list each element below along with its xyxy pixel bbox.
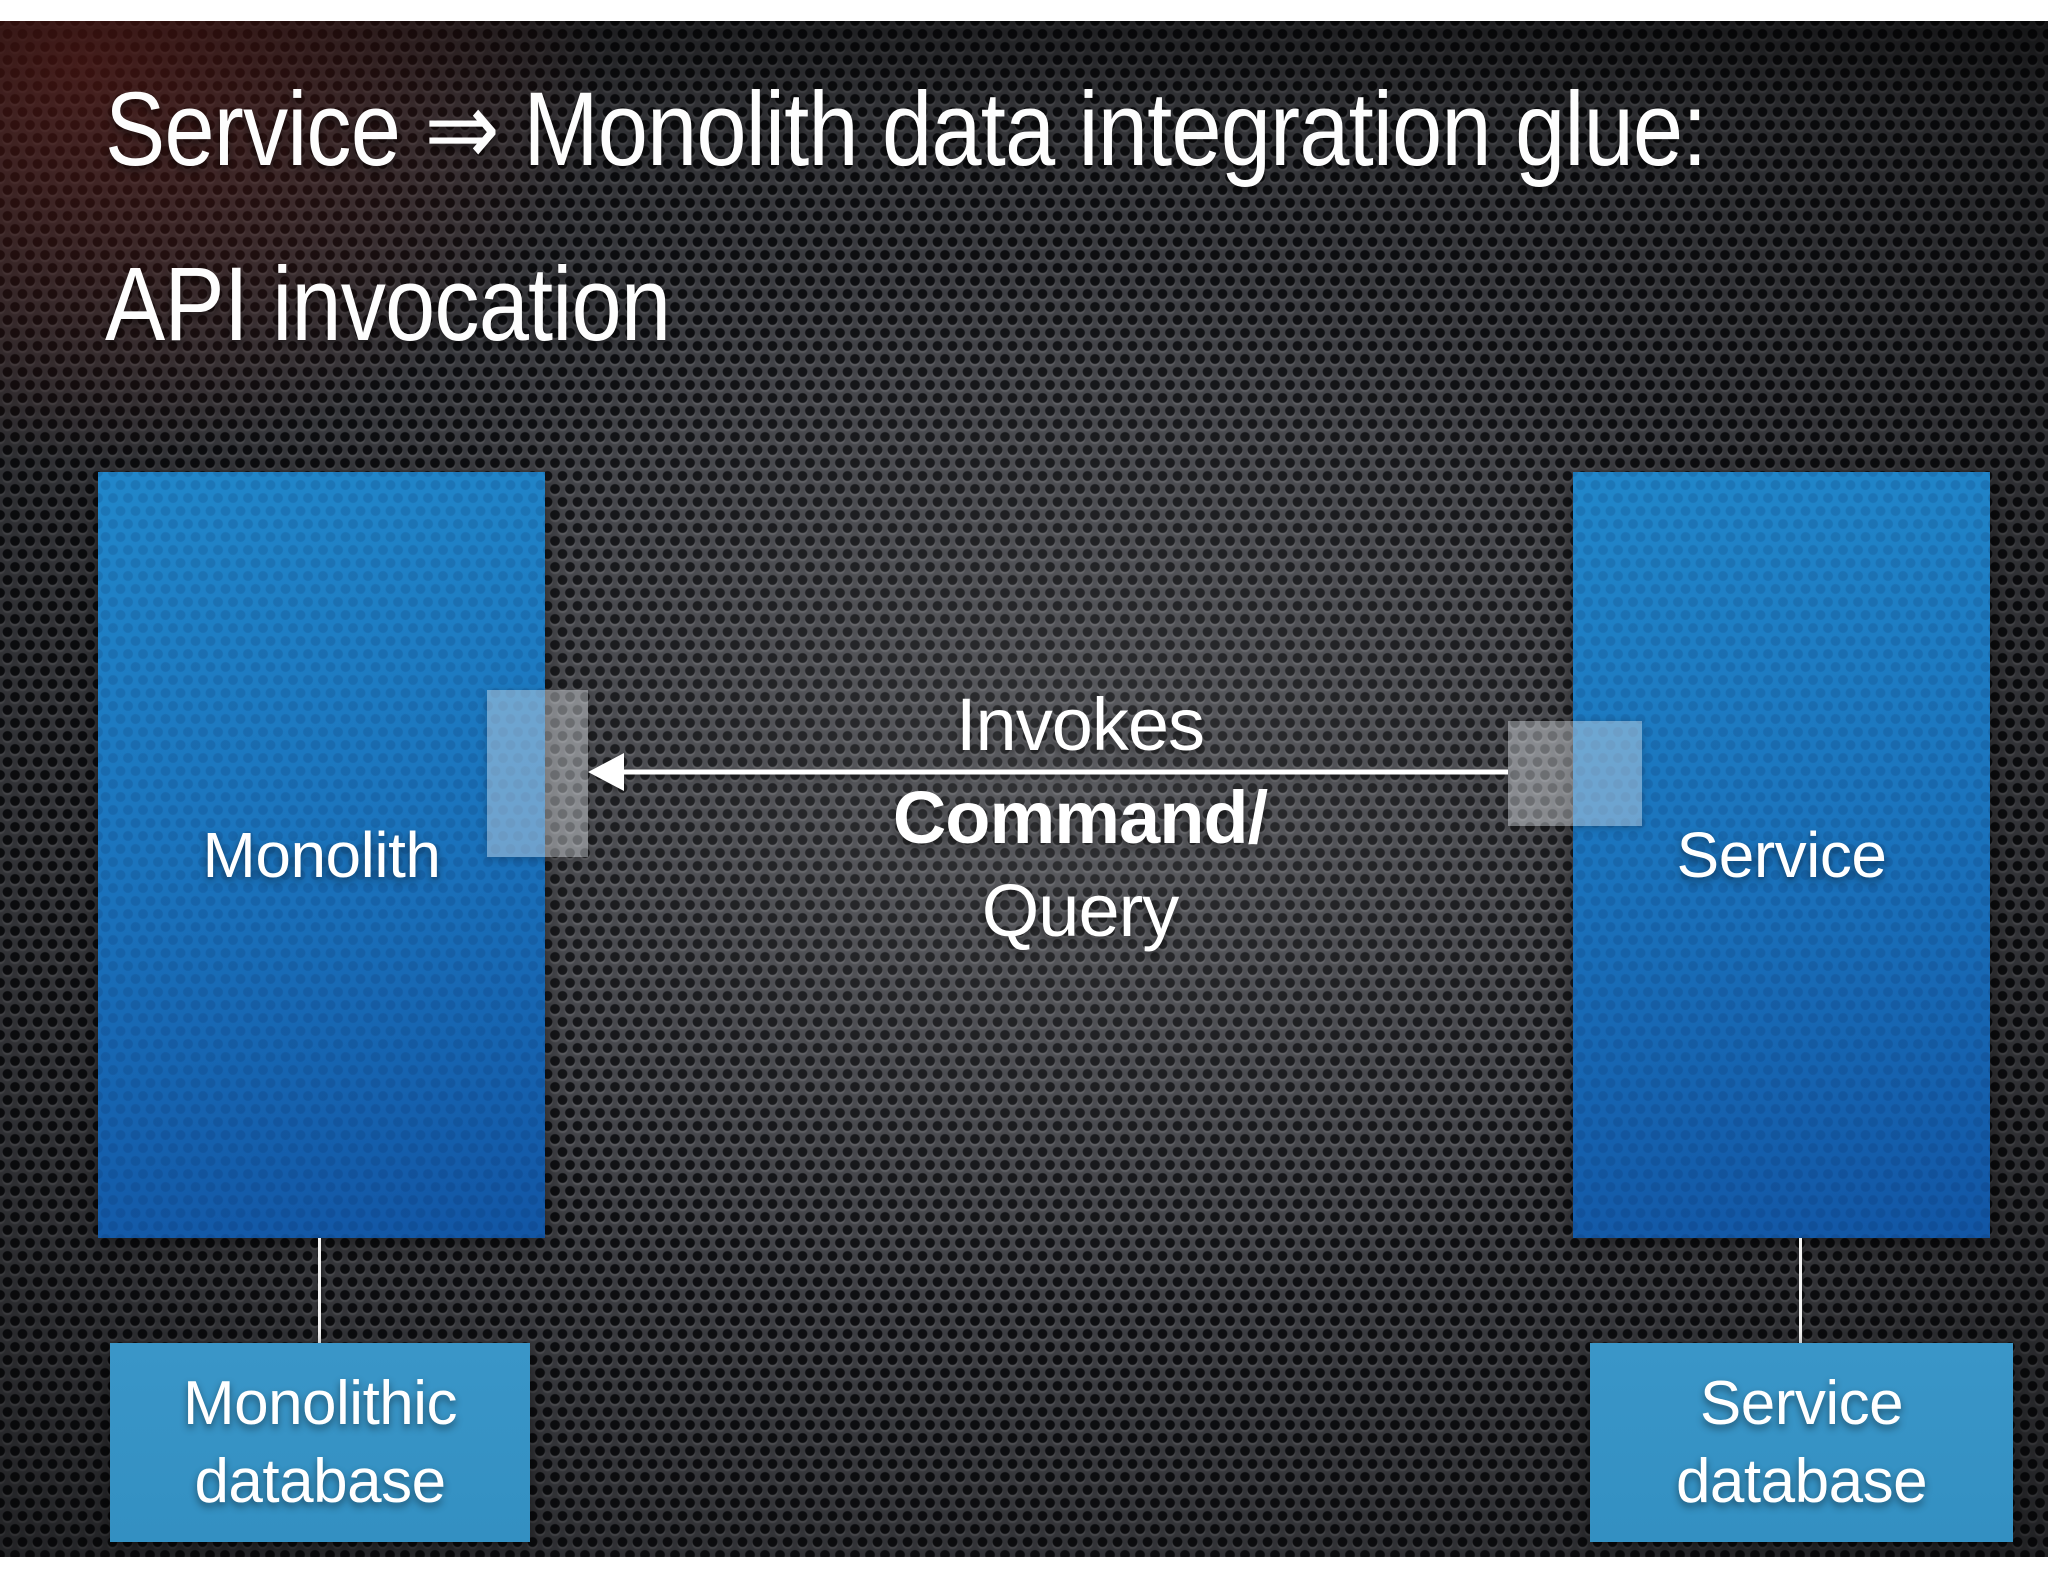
monolithic-database-label-line1: Monolithic: [182, 1368, 458, 1438]
monolith-box-label: Monolith: [202, 819, 441, 891]
invocation-arrow: [588, 753, 1508, 791]
monolithic-database-box: Monolithic database: [110, 1343, 530, 1542]
service-database-box: Service database: [1590, 1343, 2013, 1542]
arrowhead-left-icon: [588, 753, 624, 791]
monolith-db-connector-line: [318, 1238, 321, 1343]
service-box-label: Service: [1676, 819, 1887, 891]
slide-title-line2: API invocation: [105, 246, 671, 363]
arrow-label-invokes: Invokes: [955, 683, 1205, 766]
slide-title-line1: Service ⇒ Monolith data integration glue…: [105, 71, 1707, 188]
monolith-port: [487, 690, 588, 857]
monolithic-database-label-line2: database: [194, 1446, 446, 1516]
service-db-connector-line: [1799, 1238, 1802, 1343]
arrow-labels: Invokes Command/ Query: [780, 678, 1380, 957]
slide: Service ⇒ Monolith data integration glue…: [0, 21, 2048, 1557]
bottom-letterbox: [0, 1557, 2048, 1582]
service-box: Service: [1573, 472, 1990, 1238]
top-letterbox: [0, 0, 2048, 21]
arrow-label-query: Query: [981, 869, 1180, 952]
service-database-label-line1: Service: [1699, 1368, 1904, 1438]
monolith-box: Monolith: [98, 472, 545, 1238]
arrow-label-command: Command/: [892, 776, 1268, 859]
service-database-label-line2: database: [1675, 1446, 1928, 1516]
service-port: [1508, 721, 1642, 826]
